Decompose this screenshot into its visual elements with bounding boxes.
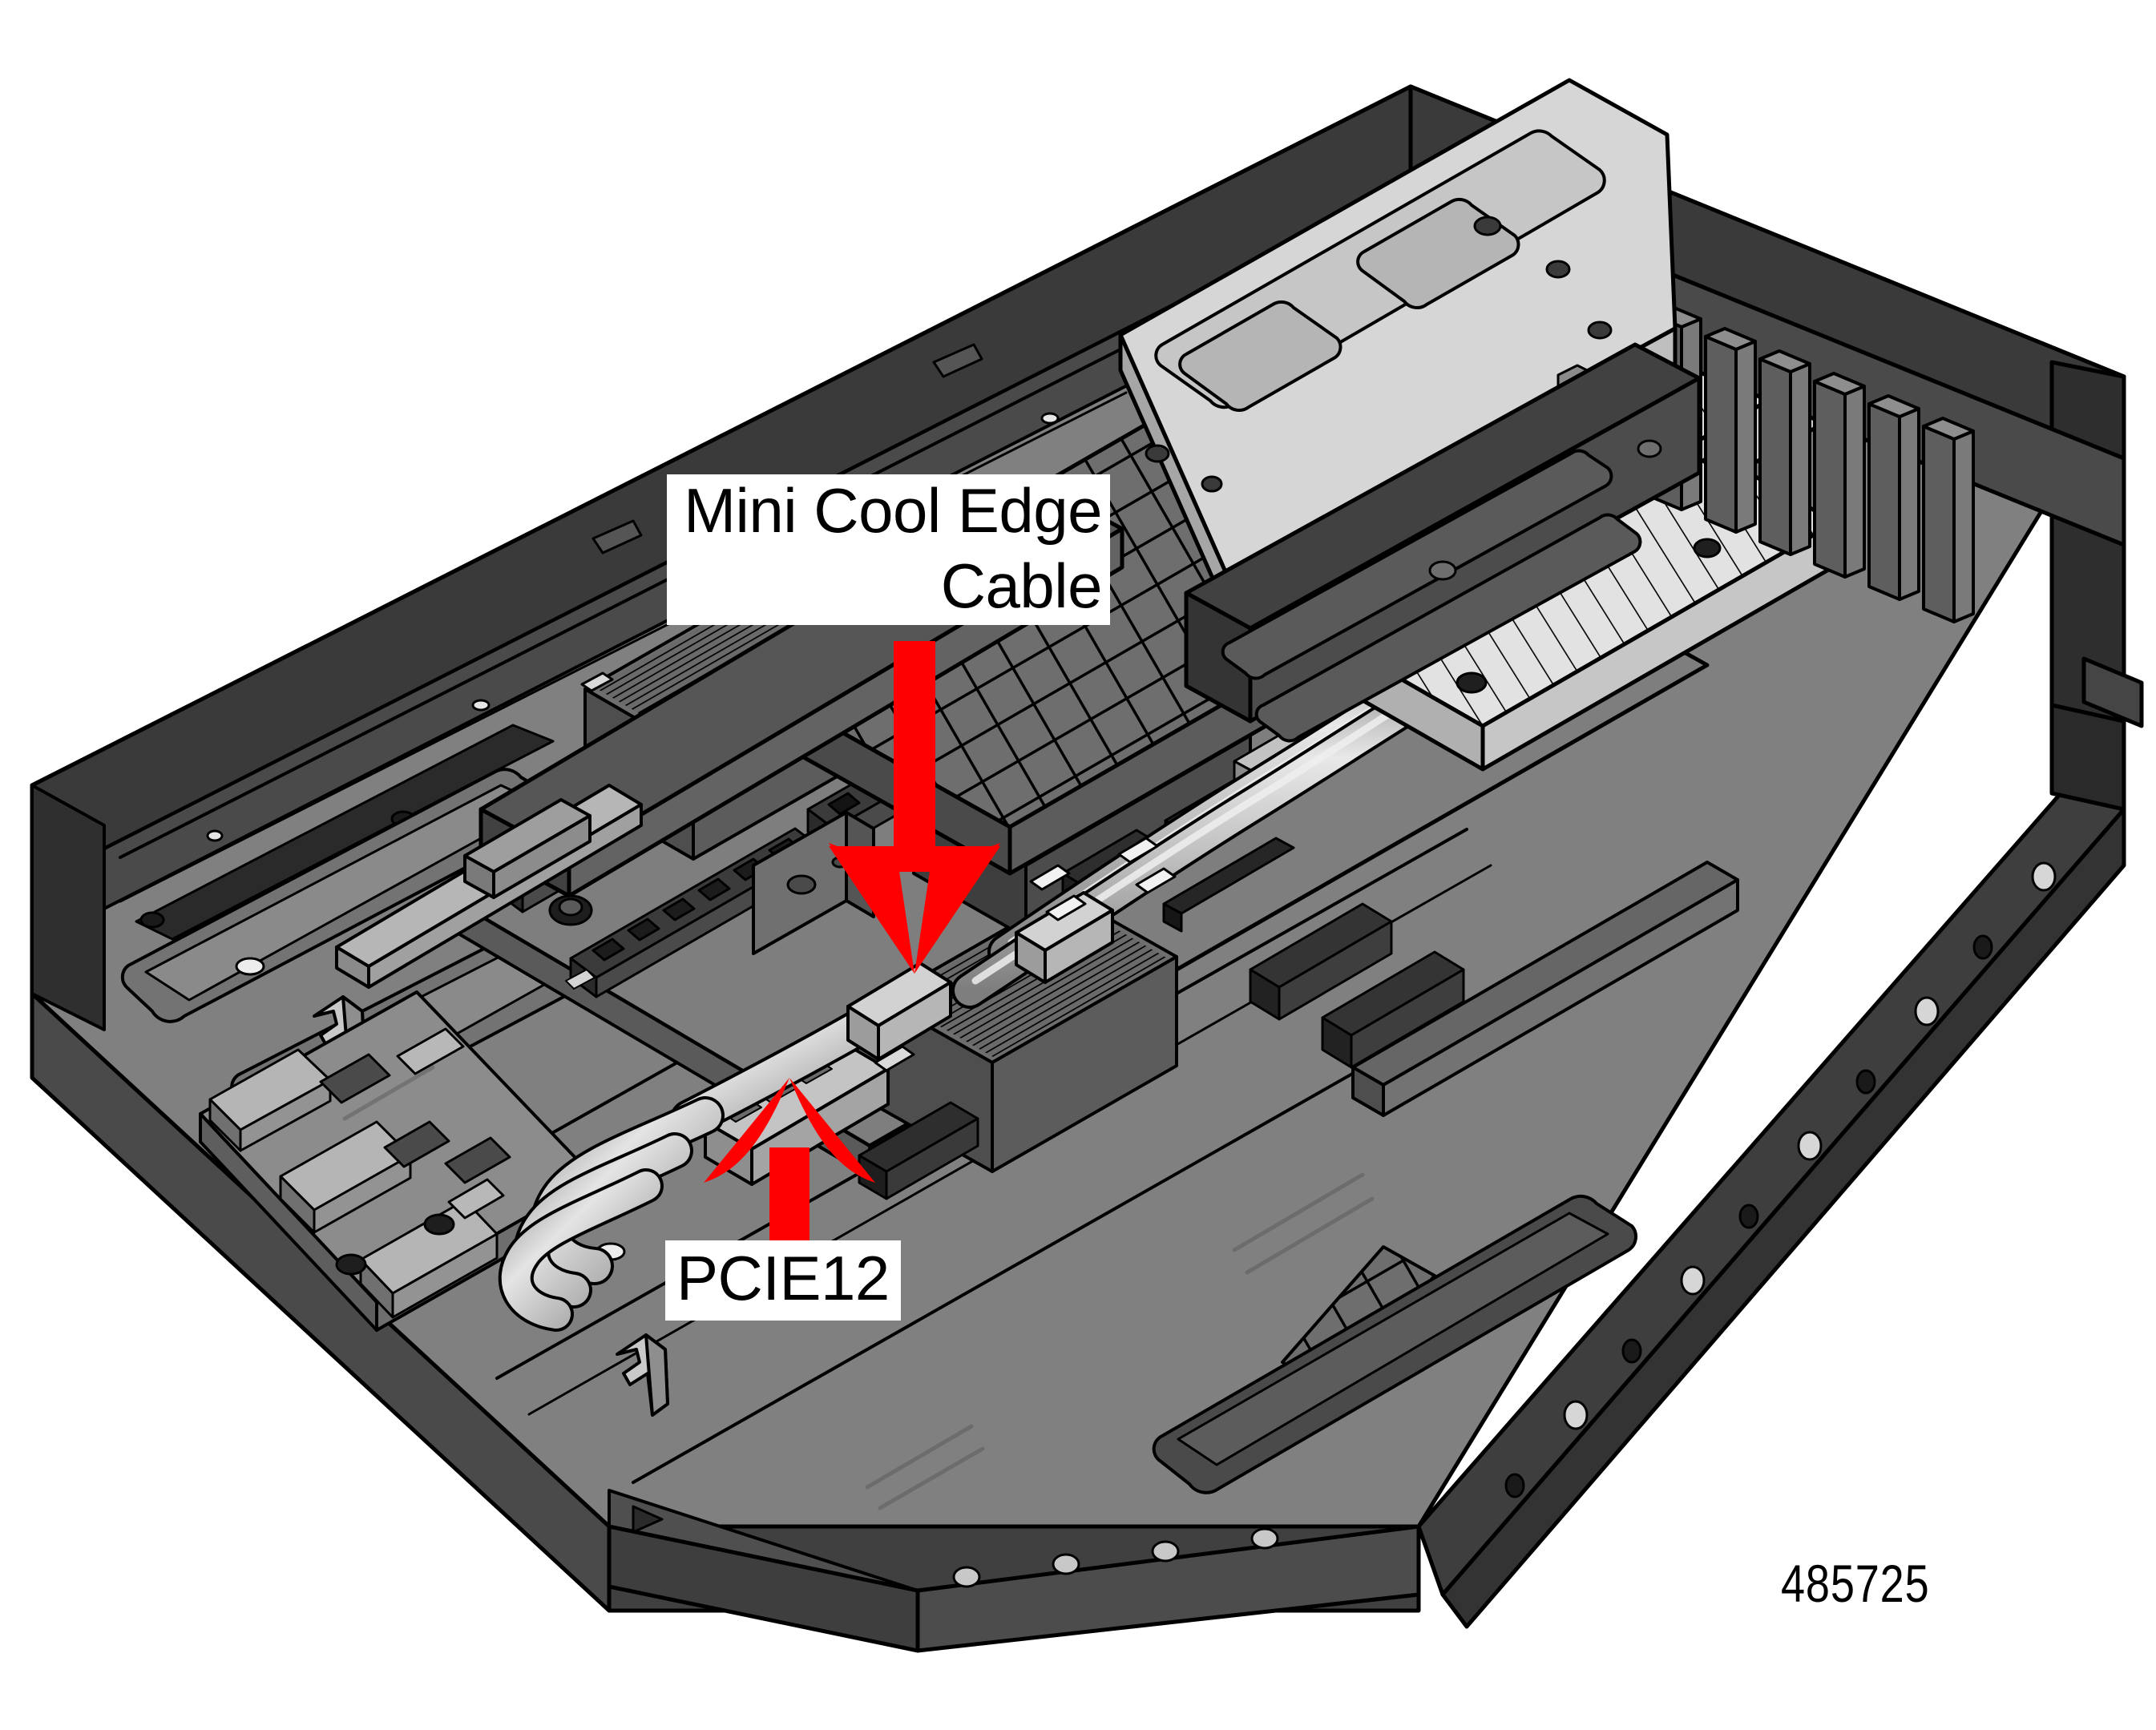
rear-corner-post [2049,656,2144,812]
front-rail-emboss [1152,1194,1638,1494]
tray-support-bracket [1184,342,1702,743]
callout-line-1: Mini Cool Edge [667,474,1110,550]
front-io-riser-board [199,990,596,1332]
callout-label-mini-cool-edge-cable: Mini Cool Edge Cable [667,474,1110,625]
front-lip [607,1505,1421,1653]
callout-label-pcie12: PCIE12 [665,1240,901,1321]
engraved-marking [342,1065,1375,1510]
pcie-slot-brackets [1649,304,1975,623]
figure-number: 485725 [1781,1554,1930,1613]
rear-rail-lower [1281,719,2126,1629]
leader-arrow-mini-cool-edge-cable [829,641,1000,974]
callout-line-2: Cable [779,550,1110,625]
standoff-screw [548,894,593,926]
leader-arrow-pcie12 [704,1078,875,1242]
rear-io-stack [463,798,591,899]
riser-guide-bar [1351,861,1739,1117]
